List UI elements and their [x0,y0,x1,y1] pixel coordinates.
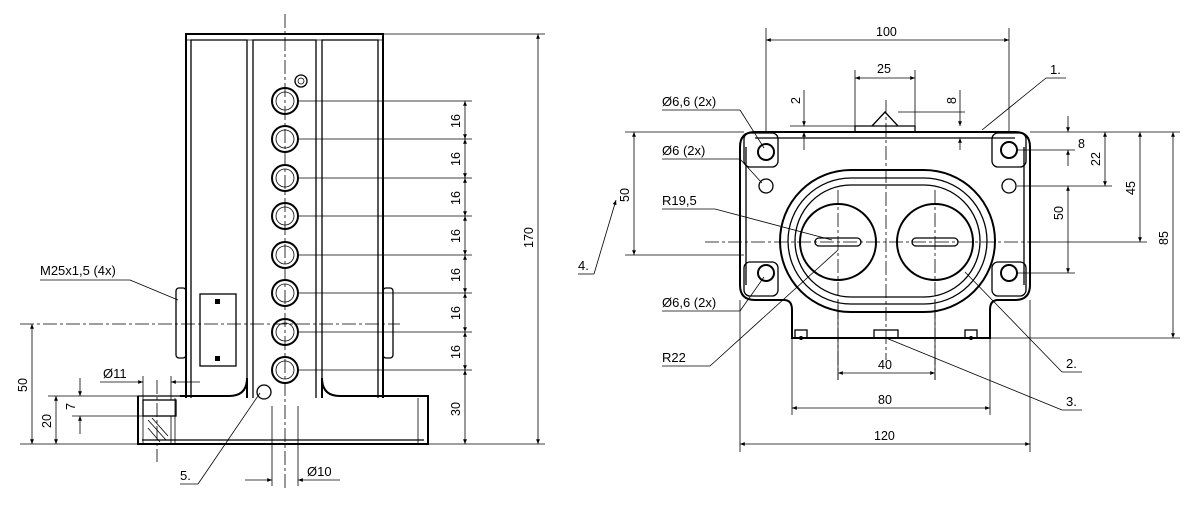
callout-2: 2. [1066,356,1077,371]
callout-5: 5. [180,468,191,483]
dim-170: 170 [522,227,536,248]
callout-3: 3. [1066,394,1077,409]
dim-16-2: 16 [449,152,463,166]
dim-7: 7 [64,403,78,410]
base-hole [142,380,177,462]
r195-label: R19,5 [662,193,697,208]
dim-50-right: 50 [1052,206,1066,220]
callout-4: 4. [578,258,589,273]
dim-20: 20 [40,414,54,428]
dim-16-6: 16 [449,306,463,320]
dim-8-top: 8 [945,97,959,104]
dim-16-4: 16 [449,229,463,243]
dim-50-left-right: 50 [618,188,632,202]
dim-16-5: 16 [449,268,463,282]
dia-66-top-label: Ø6,6 (2x) [662,94,716,109]
dim-45: 45 [1124,181,1138,195]
dim-16-7: 16 [449,345,463,359]
dim-16-1: 16 [449,114,463,128]
dia-11-label: Ø11 [103,366,127,381]
callout-1: 1. [1050,62,1061,77]
dim-80: 80 [878,393,892,407]
gland-left [175,287,187,359]
r22-label: R22 [662,350,686,365]
dim-chain-16: 16 16 16 16 16 16 16 30 [449,101,467,444]
left-view: 16 16 16 16 16 16 16 30 170 50 20 7 Ø11 … [16,14,545,490]
thread-label: M25x1,5 (4x) [40,263,116,278]
dim-120: 120 [874,429,895,443]
dim-8-right: 8 [1078,137,1085,151]
dim-100: 100 [876,25,897,39]
dia-6-label: Ø6 (2x) [662,143,705,158]
dim-40: 40 [878,358,892,372]
dim-50-left: 50 [16,378,30,392]
base-plate [137,377,429,445]
dim-30: 30 [449,402,463,416]
right-view: 100 25 2 8 8 22 45 50 85 [578,25,1180,452]
dim-2: 2 [789,97,803,104]
dim-16-3: 16 [449,191,463,205]
label-plate [199,293,237,367]
dia-66-bottom-label: Ø6,6 (2x) [662,295,716,310]
gland-right [382,287,394,359]
dim-25: 25 [877,62,891,76]
dia-10-label: Ø10 [307,464,332,479]
dim-85: 85 [1157,231,1171,245]
dim-22: 22 [1089,152,1103,166]
